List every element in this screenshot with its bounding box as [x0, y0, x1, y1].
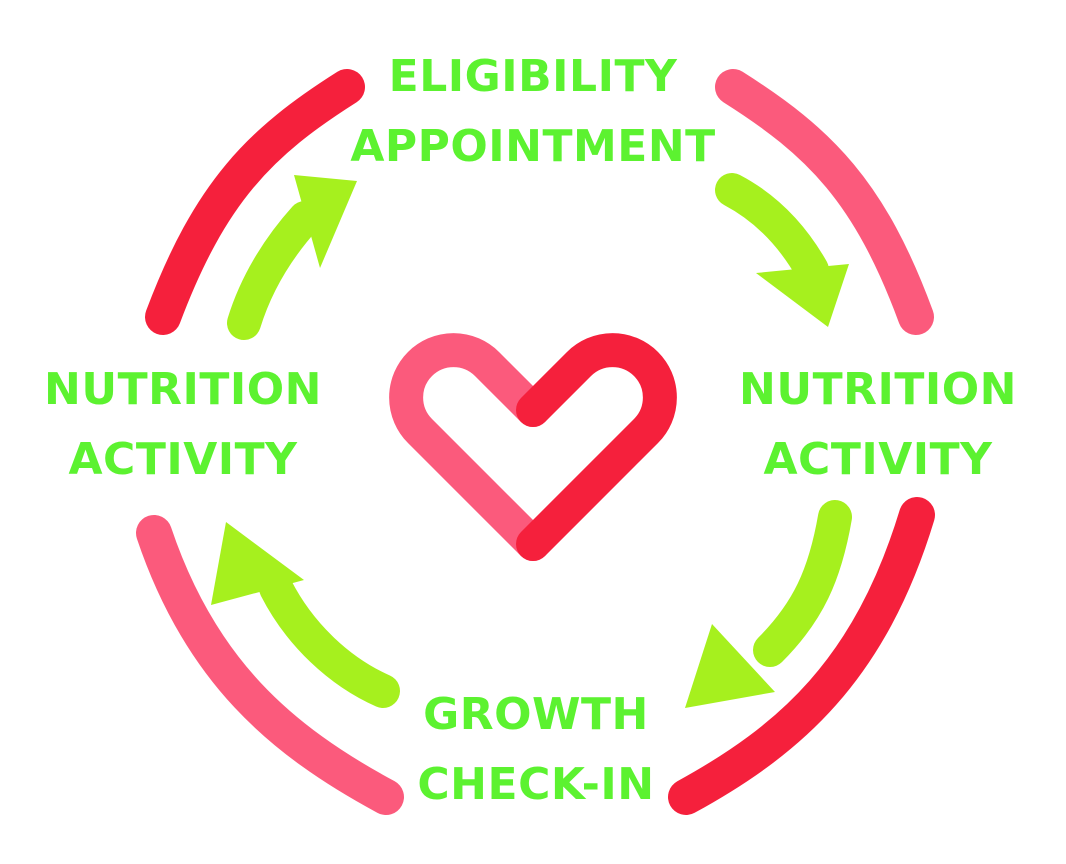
ring-arc-bottom-right [668, 497, 935, 815]
stage-nutrition-activity-left: NUTRITION ACTIVITY [13, 355, 353, 495]
ring-arc-bottom-left [136, 515, 404, 815]
stage-label-line: NUTRITION [739, 364, 1017, 415]
ring-arc-top-left [145, 69, 365, 335]
stage-label-line: NUTRITION [44, 364, 322, 415]
stage-label-line: APPOINTMENT [350, 121, 716, 172]
heart-icon [389, 333, 677, 561]
stage-label-line: ACTIVITY [68, 434, 298, 485]
arrow-top-to-right [715, 173, 849, 327]
arrow-bottom-to-left [211, 522, 400, 708]
arrow-right-to-bottom [685, 500, 852, 708]
arrow-left-to-top [227, 175, 357, 340]
stage-label-line: CHECK-IN [417, 759, 655, 810]
stage-label-line: ELIGIBILITY [388, 51, 678, 102]
stage-nutrition-activity-right: NUTRITION ACTIVITY [708, 355, 1048, 495]
stage-label-line: GROWTH [423, 689, 649, 740]
ring-arc-top-right [715, 69, 934, 335]
stage-label-line: ACTIVITY [763, 434, 993, 485]
stage-growth-check-in: GROWTH CHECK-IN [381, 680, 691, 820]
stage-eligibility-appointment: ELIGIBILITY APPOINTMENT [333, 42, 733, 182]
